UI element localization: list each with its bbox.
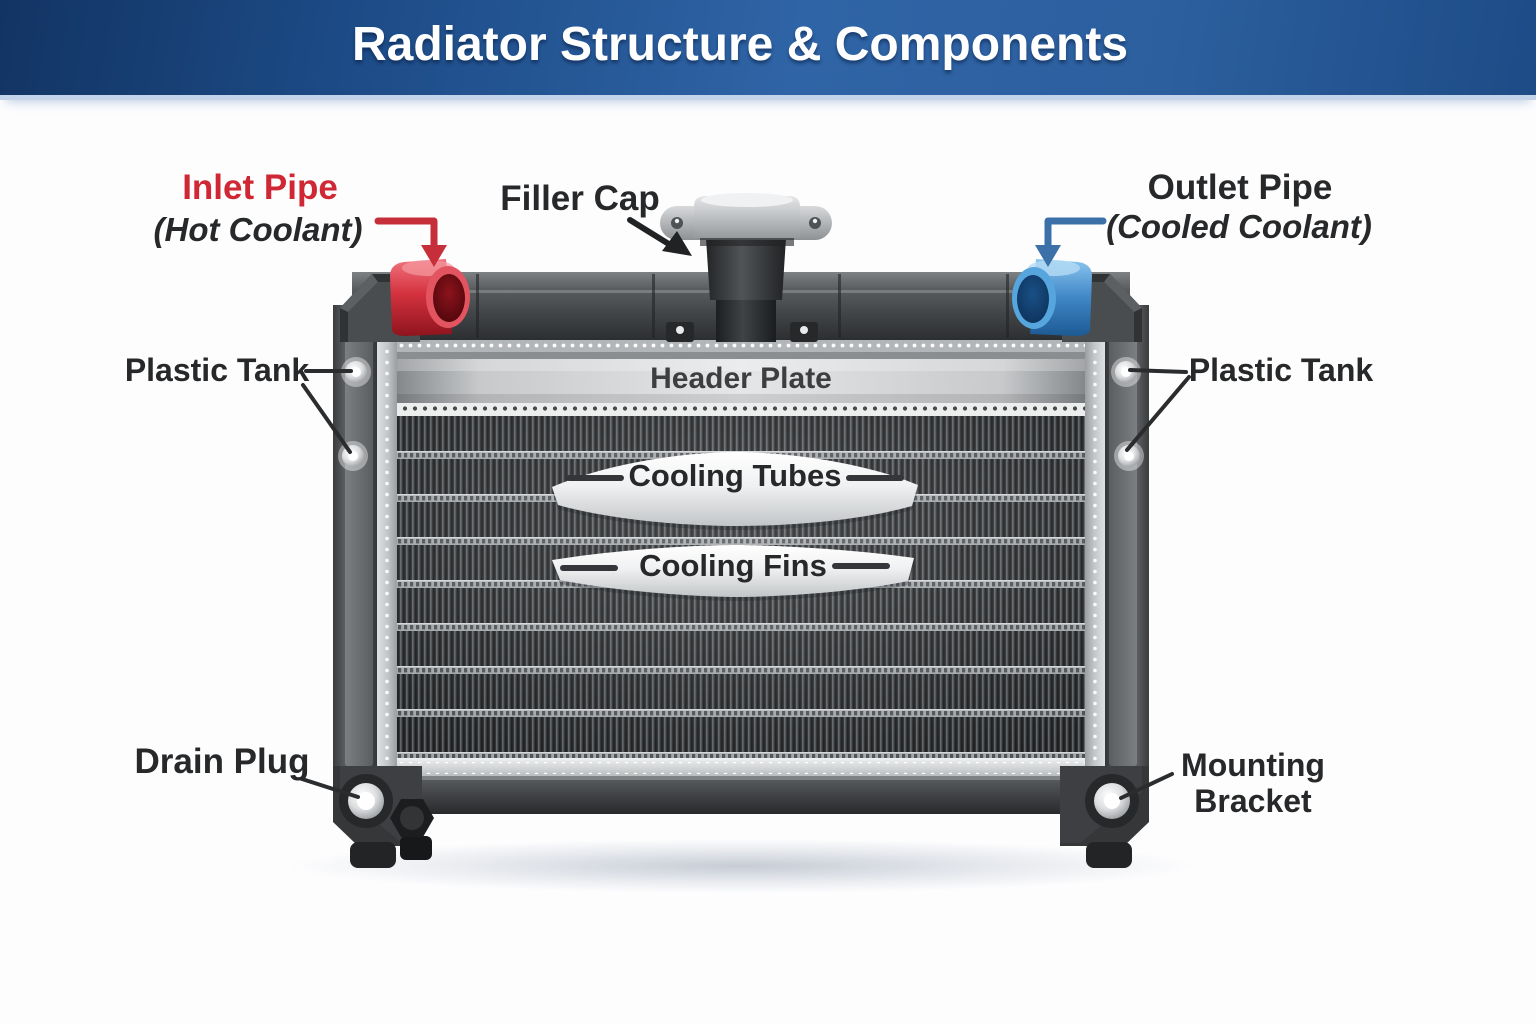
radiator-diagram: Inlet Pipe (Hot Coolant) Filler Cap Outl… bbox=[0, 100, 1536, 1024]
outlet-pipe-label: Outlet Pipe bbox=[1147, 168, 1333, 207]
inlet-pipe-sublabel: (Hot Coolant) bbox=[153, 211, 363, 248]
outlet-pipe-sublabel: (Cooled Coolant) bbox=[1106, 208, 1372, 245]
drain-plug-label: Drain Plug bbox=[134, 742, 310, 781]
inlet-pipe-part bbox=[390, 259, 470, 336]
plastic-tank-left-body bbox=[333, 305, 397, 775]
tank-screws bbox=[338, 357, 1144, 471]
mounting-bracket-label: Mounting Bracket bbox=[1181, 747, 1325, 819]
filler-cap-part bbox=[660, 193, 832, 342]
filler-cap-label: Filler Cap bbox=[500, 179, 660, 218]
outlet-arrow bbox=[1035, 217, 1107, 267]
cooling-tubes-label: Cooling Tubes bbox=[628, 458, 842, 493]
cooling-tubes-banner bbox=[552, 452, 918, 530]
cooling-fins-banner bbox=[552, 545, 914, 601]
filler-cap-arrow bbox=[627, 217, 692, 256]
plastic-tank-left-label: Plastic Tank bbox=[124, 352, 310, 388]
drain-plug bbox=[339, 774, 434, 837]
title-bar: Radiator Structure & Components bbox=[0, 0, 1536, 100]
header-plate-label: Header Plate bbox=[650, 362, 832, 395]
radiator-illustration bbox=[287, 193, 1197, 893]
page-title: Radiator Structure & Components bbox=[351, 18, 1129, 71]
cooling-fins-label: Cooling Fins bbox=[639, 548, 827, 583]
inlet-arrow bbox=[374, 217, 447, 267]
outlet-pipe-part bbox=[1012, 259, 1092, 336]
mounting-bracket bbox=[1085, 774, 1139, 828]
header-plate-band bbox=[397, 359, 1085, 403]
plastic-tank-right-label: Plastic Tank bbox=[1188, 352, 1374, 388]
pointer-lines bbox=[300, 368, 1191, 800]
floor-shadow bbox=[287, 839, 1197, 893]
inlet-pipe-label: Inlet Pipe bbox=[182, 168, 338, 207]
